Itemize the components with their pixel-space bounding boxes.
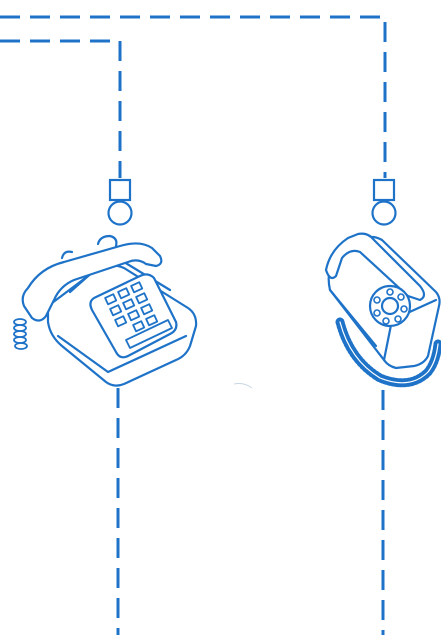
outer-wire (0, 15, 387, 178)
faint-mark (233, 383, 253, 389)
telephone-socket-right (371, 178, 397, 226)
telephone-socket-left (107, 178, 133, 226)
socket-plug (107, 200, 133, 226)
socket-box (372, 178, 396, 202)
dashed-wiring (0, 15, 387, 635)
push-button-telephone-icon (13, 234, 198, 387)
rotary-dial-telephone-icon (324, 232, 441, 388)
socket-box (108, 178, 132, 202)
inner-wire (0, 39, 122, 178)
socket-plug (371, 200, 397, 226)
